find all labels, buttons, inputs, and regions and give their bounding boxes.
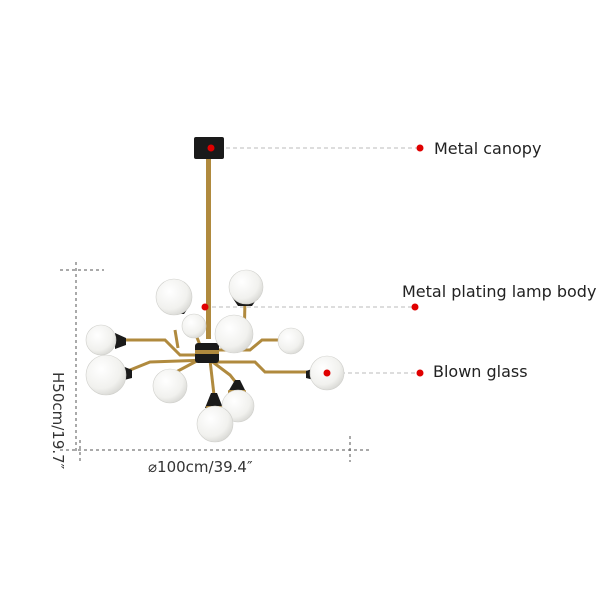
dimension-height-label: H50cm/19.7″ bbox=[49, 372, 67, 470]
dimension-guides bbox=[60, 262, 370, 462]
dimension-width-label: ⌀100cm/39.4″ bbox=[148, 458, 253, 476]
dot-canopy-end bbox=[416, 144, 424, 152]
dot-body-end bbox=[411, 303, 419, 311]
callout-label-canopy: Metal canopy bbox=[434, 139, 542, 158]
dot-canopy-start bbox=[207, 144, 215, 152]
callout-label-glass: Blown glass bbox=[433, 362, 528, 381]
dot-glass-start bbox=[323, 369, 331, 377]
stem bbox=[206, 159, 211, 339]
dot-glass-end bbox=[416, 369, 424, 377]
callout-dots bbox=[201, 144, 424, 377]
hub-band bbox=[195, 350, 219, 354]
glass-globes bbox=[85, 269, 345, 443]
callout-label-lamp-body: Metal plating lamp body bbox=[402, 282, 597, 301]
dot-body-start bbox=[201, 303, 209, 311]
